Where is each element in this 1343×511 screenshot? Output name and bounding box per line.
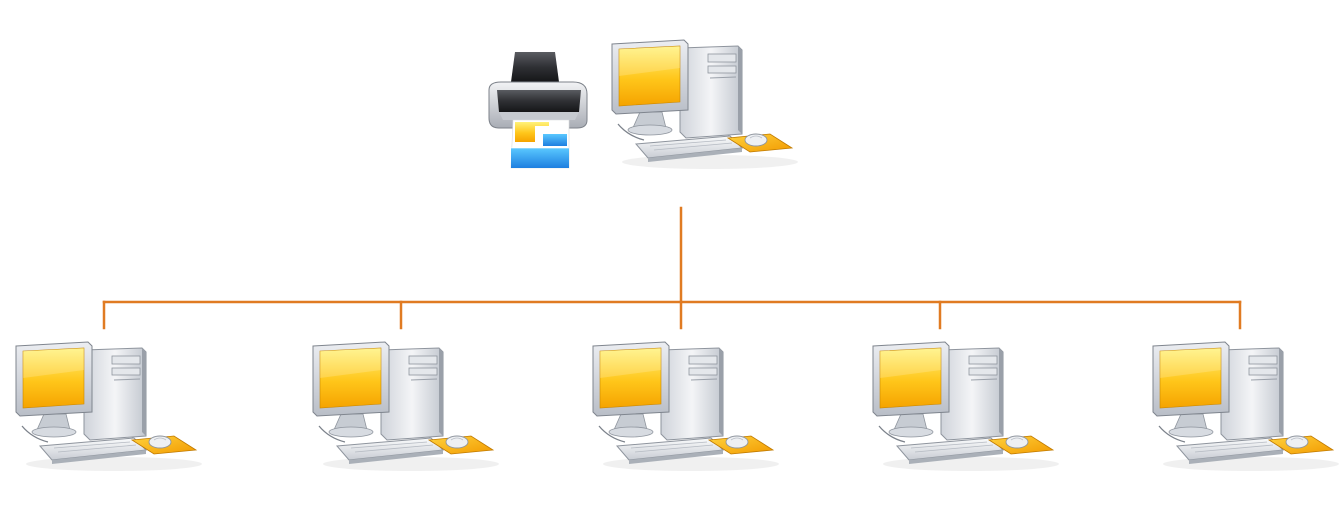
desktop-computer-icon	[15, 341, 203, 472]
server-node	[488, 39, 799, 170]
client-nodes	[15, 341, 1340, 472]
client-node-2	[312, 341, 500, 472]
client-node-1	[15, 341, 203, 472]
desktop-computer-icon	[611, 39, 799, 170]
network-connectors	[102, 206, 1242, 330]
desktop-computer-icon	[872, 341, 1060, 472]
client-node-4	[872, 341, 1060, 472]
client-node-3	[592, 341, 780, 472]
desktop-computer-icon	[1152, 341, 1340, 472]
printer-icon	[488, 51, 588, 169]
desktop-computer-icon	[312, 341, 500, 472]
desktop-computer-icon	[592, 341, 780, 472]
client-node-5	[1152, 341, 1340, 472]
